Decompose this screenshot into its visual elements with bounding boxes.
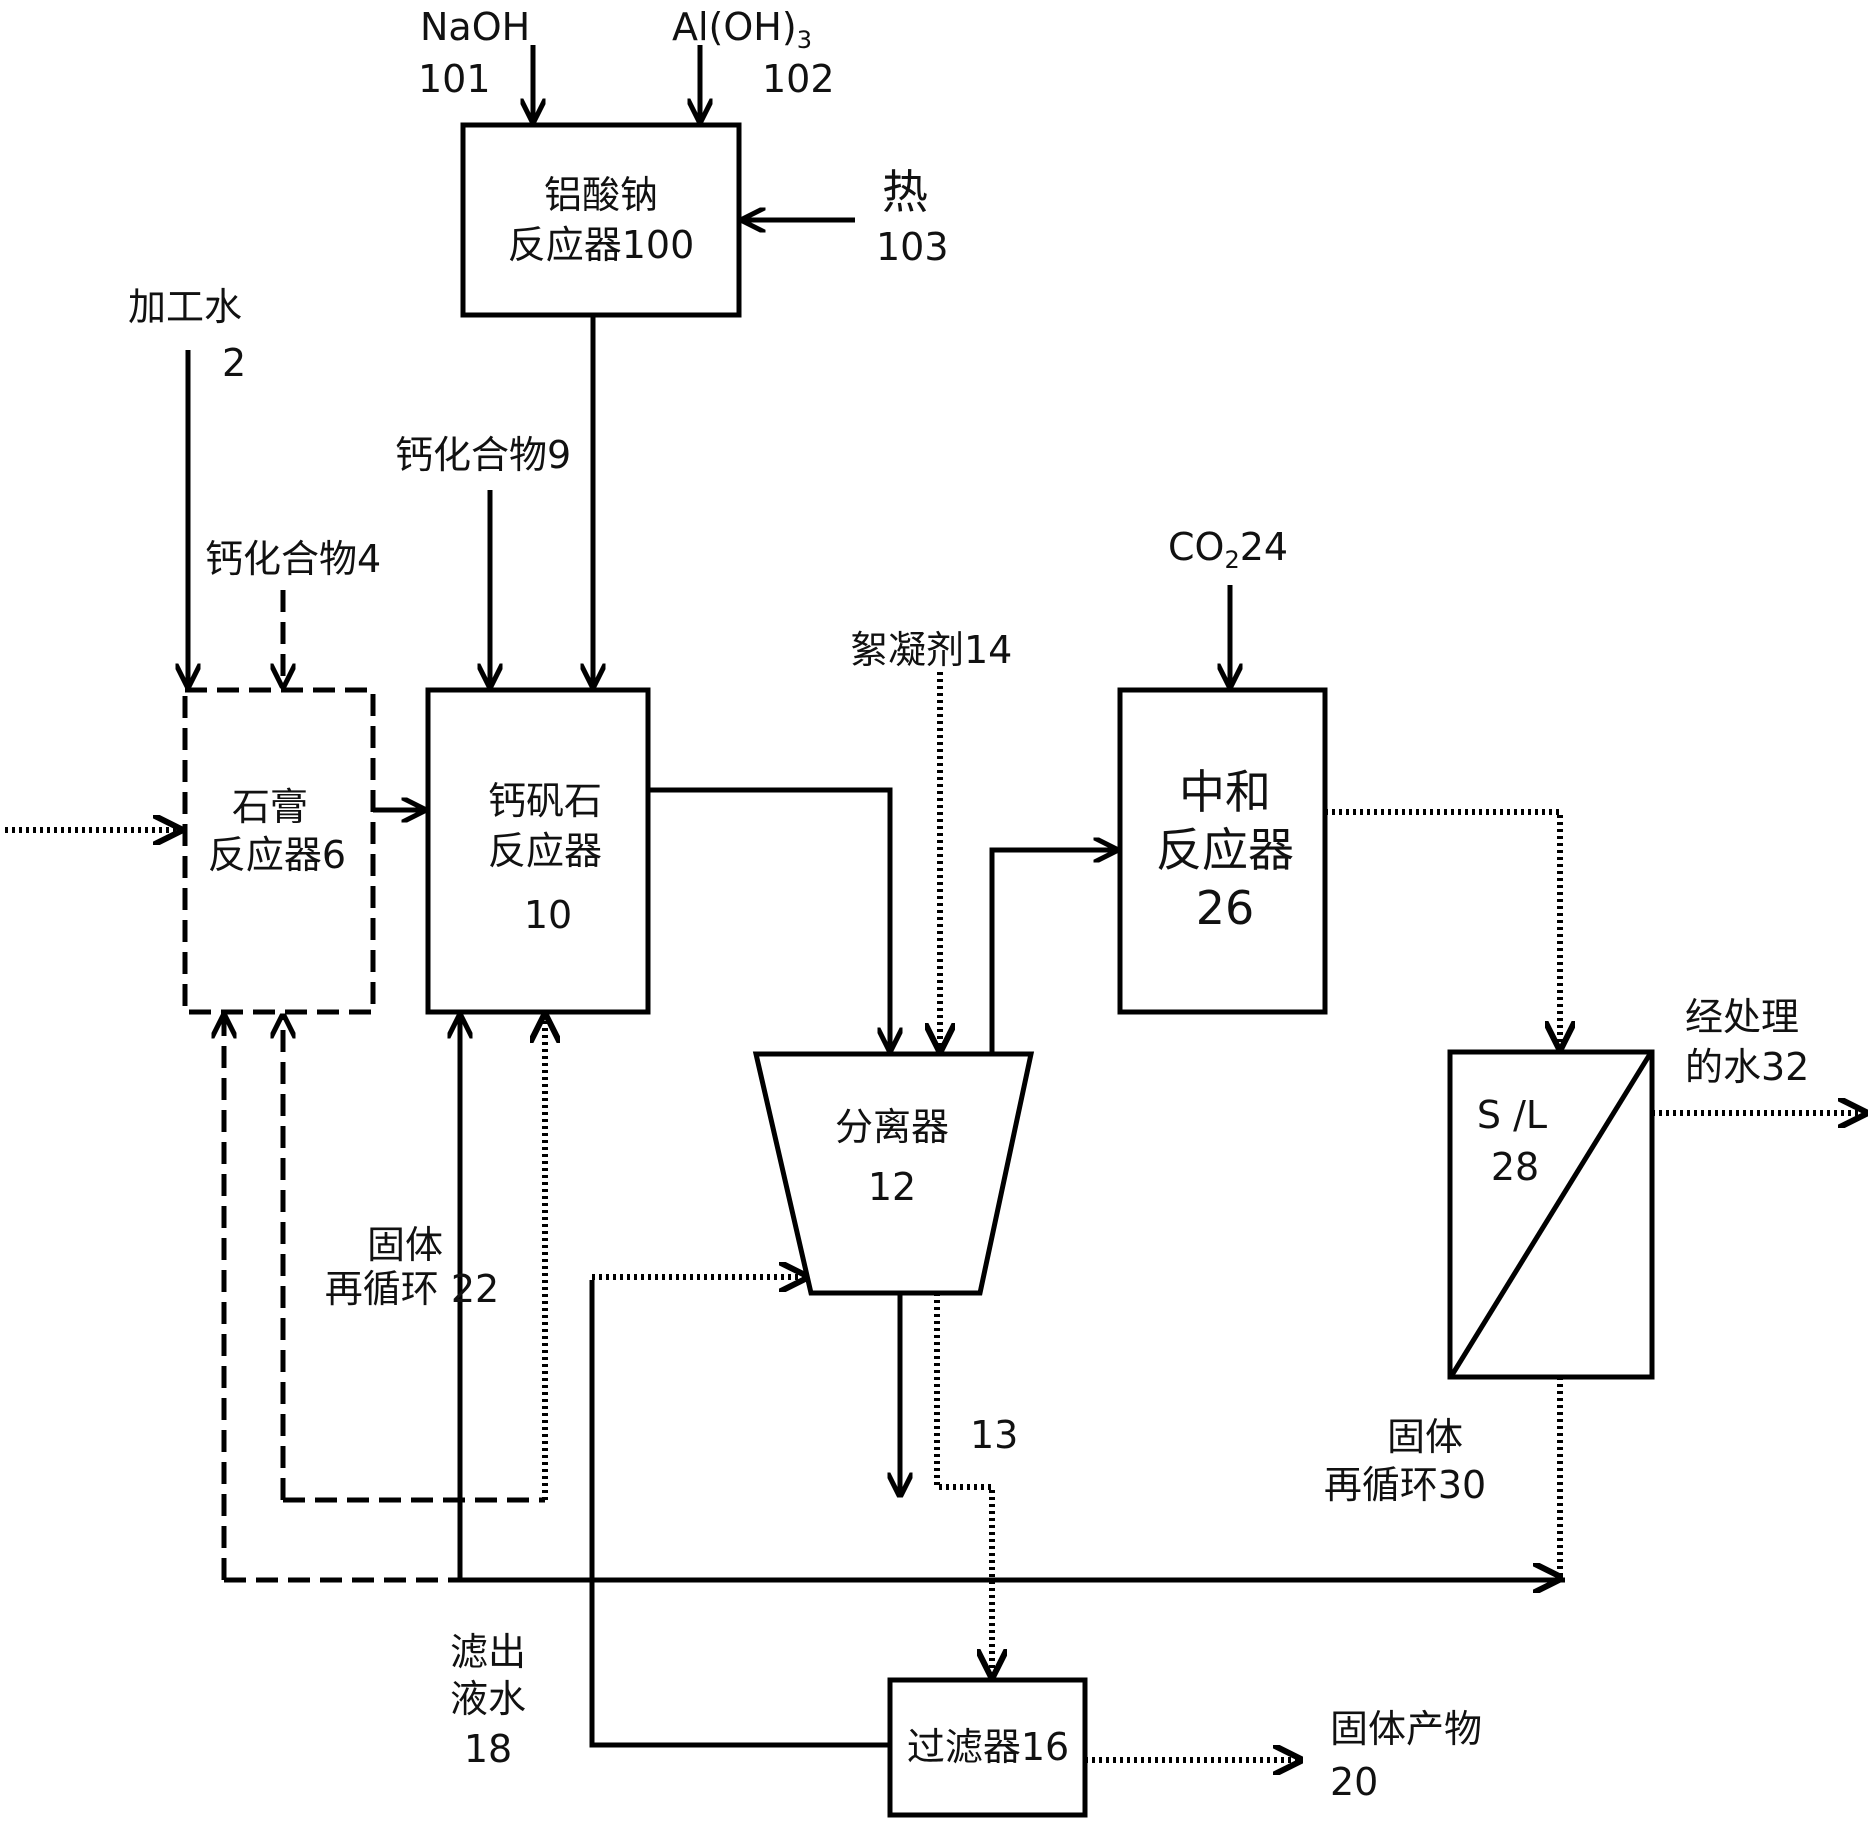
sl-separator-diagonal	[1449, 1052, 1653, 1377]
co2-label: CO224	[1168, 525, 1288, 574]
neutralization-label-2: 反应器	[1156, 823, 1294, 877]
co2-number: 24	[1240, 525, 1288, 569]
neutralization-reactor-box	[1117, 687, 1328, 1015]
filtrate-label-1: 滤出	[450, 1630, 526, 1674]
stream-13-label: 13	[970, 1413, 1018, 1457]
co2-subscript: 2	[1224, 546, 1239, 574]
solids-recycle-30-label-1: 固体	[1387, 1415, 1463, 1459]
filter-label: 过滤器16	[907, 1725, 1069, 1769]
separator-to-neutralization-arrow	[989, 850, 1116, 1054]
calcium-9-label: 钙化合物9	[395, 433, 571, 477]
filtrate-return-line	[589, 1280, 890, 1748]
gypsum-reactor-label-1: 石膏	[232, 785, 308, 829]
treated-water-label-2: 的水32	[1685, 1045, 1809, 1089]
separator-number: 12	[868, 1165, 916, 1209]
solid-product-number: 20	[1330, 1760, 1378, 1804]
aloh3-number: 102	[762, 57, 835, 101]
aloh3-name: Al(OH)	[672, 5, 797, 49]
neutralization-to-sl-arrow	[1325, 809, 1560, 1048]
ettringite-reactor-box	[425, 687, 651, 1015]
ettringite-to-separator-arrow	[648, 787, 890, 1050]
co2-name: CO	[1168, 525, 1224, 569]
sl-separator-label: S /L	[1477, 1093, 1547, 1137]
process-water-number: 2	[222, 341, 246, 385]
aluminate-reactor-label-1: 铝酸钠	[544, 173, 658, 217]
heat-label: 热	[882, 165, 928, 219]
aluminate-reactor-label-2: 反应器100	[508, 223, 695, 267]
flocculant-label: 絮凝剂14	[850, 628, 1012, 672]
separator-label: 分离器	[835, 1105, 949, 1149]
gypsum-reactor-label-2: 反应器6	[208, 833, 346, 877]
treated-water-label-1: 经处理	[1685, 995, 1799, 1039]
aloh3-label: Al(OH)3	[672, 5, 812, 54]
filtrate-label-2: 液水	[450, 1677, 526, 1721]
process-water-label: 加工水	[128, 285, 242, 329]
neutralization-number: 26	[1196, 881, 1255, 935]
aloh3-subscript: 3	[797, 26, 812, 54]
gypsum-reactor-box	[182, 687, 376, 1015]
calcium-4-label: 钙化合物4	[205, 537, 381, 581]
solids-recycle-22-label-2: 再循环 22	[325, 1267, 499, 1311]
solid-product-label: 固体产物	[1330, 1707, 1482, 1751]
sodium-aluminate-reactor-box	[460, 122, 742, 318]
naoh-label: NaOH	[420, 5, 530, 49]
ettringite-reactor-label-2: 反应器	[488, 829, 602, 873]
filtrate-number: 18	[464, 1727, 512, 1771]
separator-shape	[752, 1051, 1035, 1296]
naoh-number: 101	[418, 57, 491, 101]
sl-separator-number: 28	[1491, 1145, 1539, 1189]
ettringite-reactor-label-1: 钙矾石	[488, 779, 602, 823]
stream-13-arrow	[934, 1293, 992, 1676]
ettringite-reactor-number: 10	[524, 893, 572, 937]
solids-recycle-30-label-2: 再循环30	[1324, 1463, 1486, 1507]
heat-number: 103	[876, 225, 949, 269]
neutralization-label-1: 中和	[1179, 765, 1271, 819]
solids-recycle-22-label-1: 固体	[367, 1223, 443, 1267]
